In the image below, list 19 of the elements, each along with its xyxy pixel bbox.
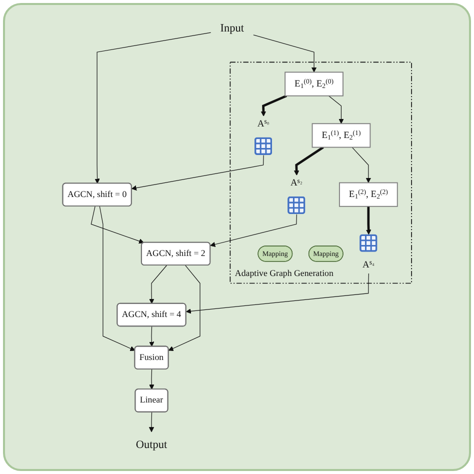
arrow [168, 265, 200, 351]
arrow [148, 265, 167, 304]
arrow [99, 206, 136, 351]
arrow [210, 214, 297, 247]
arrow [148, 369, 154, 390]
node-text: Input [220, 22, 244, 35]
arrow [186, 273, 369, 314]
arrow [148, 326, 154, 347]
arrow [131, 154, 264, 190]
arrow [260, 94, 287, 116]
arrow [328, 96, 344, 124]
arrow [148, 412, 154, 432]
arrow [252, 34, 316, 72]
arrow [90, 206, 144, 244]
arrow [352, 147, 371, 183]
node-text: Output [136, 438, 167, 451]
arrow [366, 206, 372, 235]
arrow [294, 146, 324, 176]
arrow [94, 32, 211, 184]
